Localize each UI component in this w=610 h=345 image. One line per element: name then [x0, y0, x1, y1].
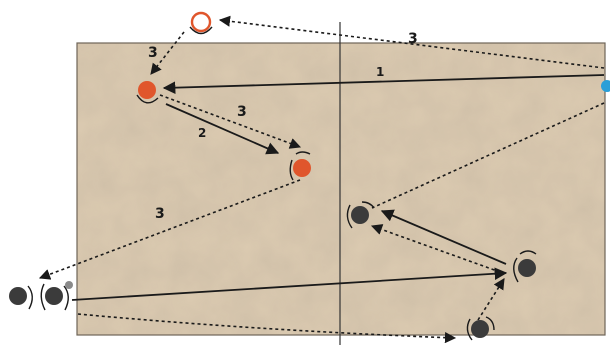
arrow-run-right-diagonal: [371, 102, 605, 209]
arrow-run-back: [370, 224, 501, 273]
arrow-run-long-diagonal: [38, 179, 301, 280]
arrow-pass-2: [165, 103, 280, 155]
label-step-1: 1: [376, 65, 384, 79]
arrow-pass-1: [162, 74, 605, 94]
arrow-run-bottom: [77, 313, 457, 344]
court-texture: [77, 43, 605, 335]
arrow-run-down: [150, 31, 185, 75]
ball: [601, 80, 610, 92]
dark-player-center: [346, 201, 375, 229]
dark-player-bottom: [466, 316, 495, 341]
orange-player-top-outline: [189, 11, 213, 35]
orange-player-2: [289, 151, 311, 181]
label-step-2: 2: [198, 126, 206, 140]
dark-player-left-1: [9, 285, 33, 310]
orange-player-1: [136, 81, 159, 104]
label-step-3-a: 3: [148, 45, 158, 61]
dark-player-right: [513, 250, 537, 283]
label-step-3-c: 3: [408, 31, 418, 47]
dark-player-left-2: [40, 281, 73, 311]
label-step-3-b: 3: [237, 104, 247, 120]
arrow-long-pass: [71, 267, 508, 301]
arrow-run-up: [477, 278, 505, 321]
label-step-3-d: 3: [155, 206, 165, 222]
court-border: [76, 42, 606, 336]
arrow-return-pass: [380, 209, 507, 265]
arrow-run-diagonal: [159, 94, 302, 149]
arrow-run-top: [218, 15, 605, 69]
